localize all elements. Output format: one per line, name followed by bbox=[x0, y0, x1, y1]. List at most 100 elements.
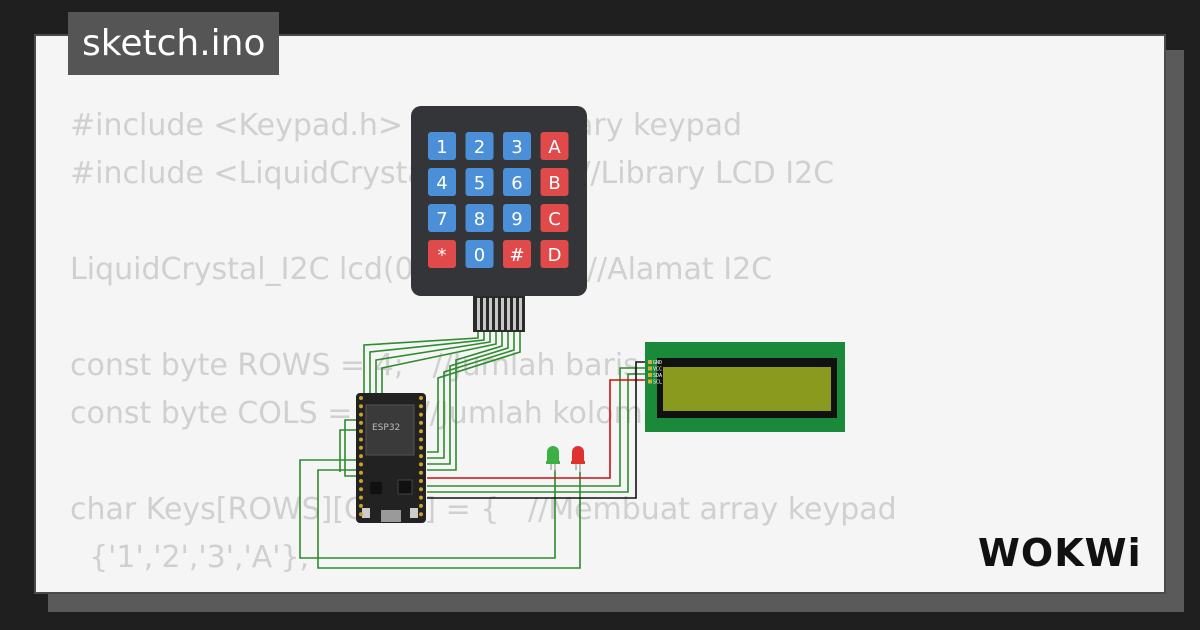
key-*[interactable]: * bbox=[428, 240, 456, 268]
key-button[interactable] bbox=[503, 132, 531, 160]
key-button[interactable] bbox=[428, 168, 456, 196]
leds bbox=[546, 446, 585, 472]
file-tab-sketch[interactable]: sketch.ino bbox=[68, 12, 280, 75]
lcd-screen bbox=[663, 367, 831, 411]
key-button[interactable] bbox=[503, 204, 531, 232]
wire-green bbox=[299, 459, 556, 559]
key-button[interactable] bbox=[428, 132, 456, 160]
key-label: 8 bbox=[474, 209, 485, 230]
esp32-boot-button[interactable] bbox=[362, 508, 370, 518]
key-3[interactable]: 3 bbox=[503, 132, 531, 160]
esp32-pin bbox=[419, 495, 423, 500]
key-button[interactable] bbox=[428, 204, 456, 232]
key-button[interactable] bbox=[465, 204, 494, 232]
esp32-pin bbox=[359, 454, 363, 459]
key-label: A bbox=[548, 137, 561, 158]
wokwi-logo-text: WOKWi bbox=[978, 531, 1142, 575]
esp32-pin bbox=[419, 445, 423, 450]
esp32-pin bbox=[419, 437, 423, 442]
led-body bbox=[572, 446, 584, 462]
esp32-pin bbox=[419, 404, 423, 409]
esp32-board[interactable]: ESP32 bbox=[356, 393, 426, 523]
esp32-pin bbox=[359, 412, 363, 417]
wire-green bbox=[427, 367, 648, 487]
key-6[interactable]: 6 bbox=[503, 168, 531, 196]
key-label: D bbox=[548, 245, 562, 266]
key-4[interactable]: 4 bbox=[428, 168, 456, 196]
keypad-pin bbox=[495, 298, 498, 330]
key-#[interactable]: # bbox=[503, 240, 531, 268]
esp32-pin bbox=[359, 404, 363, 409]
esp32-pin bbox=[419, 396, 423, 400]
wire-green bbox=[339, 429, 356, 472]
key-button[interactable] bbox=[503, 240, 531, 268]
lcd-pin-label: VCC bbox=[653, 367, 662, 373]
wire-red bbox=[427, 379, 648, 479]
lcd-pin-label: GND bbox=[653, 360, 662, 366]
led-green bbox=[546, 446, 560, 472]
wire-green bbox=[344, 419, 356, 477]
key-C[interactable]: C bbox=[540, 204, 569, 232]
esp32-pin bbox=[359, 445, 363, 450]
key-5[interactable]: 5 bbox=[465, 168, 494, 196]
key-button[interactable] bbox=[503, 168, 531, 196]
wire-green bbox=[317, 469, 581, 569]
key-button[interactable] bbox=[540, 204, 569, 232]
key-7[interactable]: 7 bbox=[428, 204, 456, 232]
key-label: 2 bbox=[474, 137, 485, 158]
key-8[interactable]: 8 bbox=[465, 204, 494, 232]
key-button[interactable] bbox=[540, 132, 569, 160]
key-label: C bbox=[548, 209, 561, 230]
key-0[interactable]: 0 bbox=[465, 240, 494, 268]
lcd-pin-label: SCL bbox=[653, 380, 662, 386]
key-label: * bbox=[438, 245, 447, 266]
key-button[interactable] bbox=[465, 240, 494, 268]
key-A[interactable]: A bbox=[540, 132, 569, 160]
keypad-pin bbox=[519, 298, 522, 330]
esp32-pin bbox=[359, 462, 363, 467]
led-rim bbox=[546, 461, 560, 464]
keypad-pin bbox=[477, 298, 480, 330]
key-label: 6 bbox=[511, 173, 522, 194]
esp32-pin bbox=[419, 420, 423, 425]
key-9[interactable]: 9 bbox=[503, 204, 531, 232]
wire-green bbox=[427, 332, 521, 453]
key-label: 0 bbox=[474, 245, 485, 266]
key-2[interactable]: 2 bbox=[465, 132, 494, 160]
esp32-pin bbox=[359, 503, 363, 508]
esp32-label: ESP32 bbox=[372, 423, 400, 433]
key-B[interactable]: B bbox=[540, 168, 569, 196]
led-red bbox=[571, 446, 585, 472]
esp32-pin bbox=[359, 512, 363, 517]
keypad-pin bbox=[507, 298, 510, 330]
key-D[interactable]: D bbox=[540, 240, 569, 268]
esp32-pin bbox=[419, 462, 423, 467]
key-button[interactable] bbox=[465, 132, 494, 160]
esp32-pin bbox=[419, 487, 423, 492]
lcd-pin bbox=[648, 366, 652, 371]
led-rim bbox=[571, 461, 585, 464]
keypad-pin bbox=[513, 298, 516, 330]
esp32-pin bbox=[419, 454, 423, 459]
key-button[interactable] bbox=[465, 168, 494, 196]
code-line: const byte ROWS = 4; //Jumlah baris bbox=[70, 348, 639, 383]
esp32-pin bbox=[419, 429, 423, 434]
key-button[interactable] bbox=[540, 240, 569, 268]
esp32-pin bbox=[359, 479, 363, 483]
wire-green bbox=[427, 332, 509, 465]
key-1[interactable]: 1 bbox=[428, 132, 456, 160]
esp32-en-button[interactable] bbox=[410, 508, 418, 518]
key-label: 9 bbox=[511, 209, 522, 230]
esp32-pin bbox=[359, 420, 363, 425]
esp32-pin bbox=[419, 479, 423, 483]
key-button[interactable] bbox=[540, 168, 569, 196]
wire-black bbox=[427, 361, 648, 499]
wokwi-logo: WOKWi bbox=[978, 526, 1153, 582]
esp32-pin bbox=[359, 495, 363, 500]
esp32-pin bbox=[419, 412, 423, 417]
lcd-pin bbox=[648, 379, 652, 384]
key-button[interactable] bbox=[428, 240, 456, 268]
